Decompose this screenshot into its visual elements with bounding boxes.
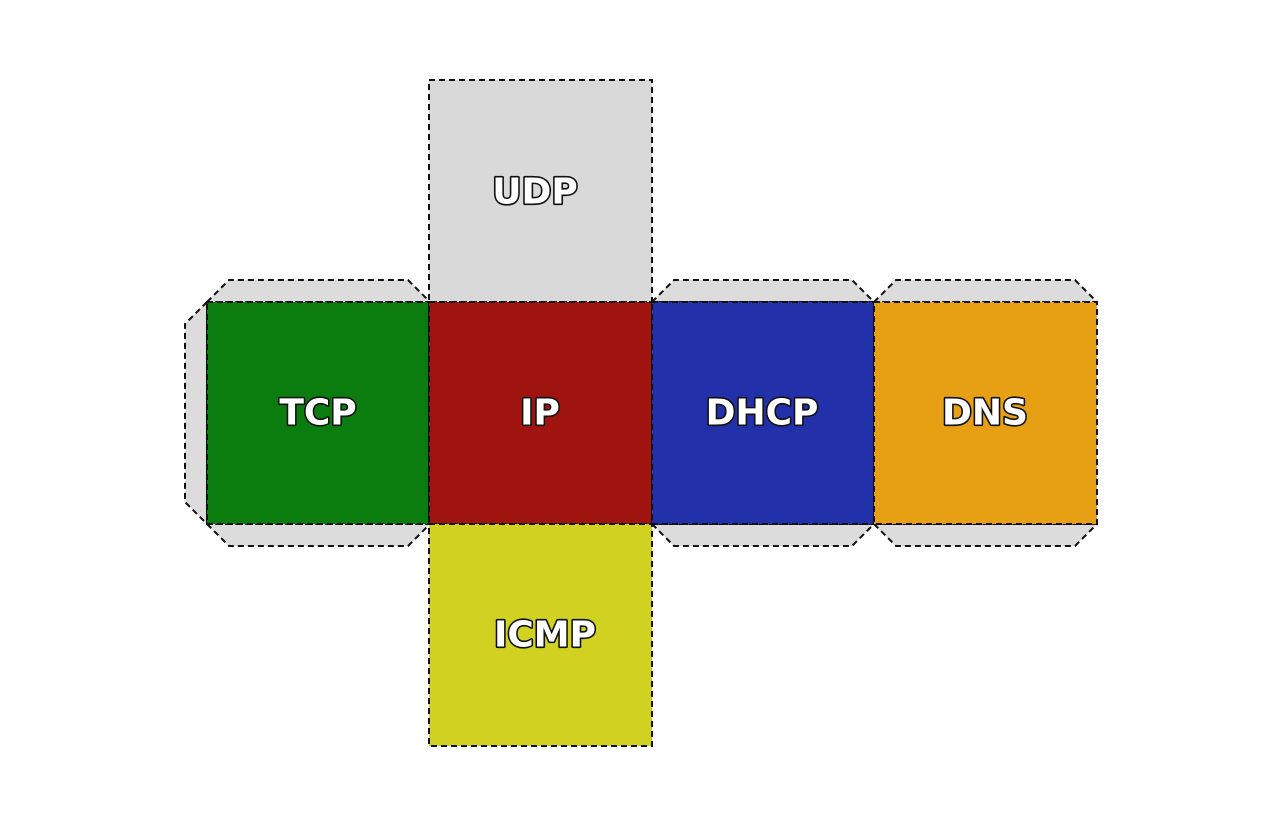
label-tcp: TCP bbox=[279, 393, 356, 434]
face-dhcp bbox=[651, 301, 875, 525]
tab-dhcp-top bbox=[651, 279, 875, 303]
cube-faces bbox=[206, 79, 1098, 747]
tab-tcp-bottom bbox=[206, 523, 431, 547]
label-ip: IP bbox=[520, 393, 560, 434]
label-dhcp: DHCP bbox=[706, 393, 819, 434]
tab-tcp-left bbox=[184, 301, 208, 525]
tab-tcp-top bbox=[206, 279, 431, 303]
tab-dns-bottom bbox=[873, 523, 1098, 547]
face-ip bbox=[428, 301, 653, 525]
face-labels: UDP TCP IP DHCP DNS ICMP bbox=[278, 170, 1030, 657]
label-dns: DNS bbox=[942, 393, 1028, 434]
face-icmp bbox=[428, 523, 653, 747]
face-udp bbox=[428, 79, 653, 303]
label-icmp: ICMP bbox=[494, 615, 596, 656]
label-udp: UDP bbox=[492, 172, 578, 213]
face-dns bbox=[873, 301, 1098, 525]
glue-tabs bbox=[184, 279, 1098, 547]
tab-dhcp-bottom bbox=[651, 523, 875, 547]
tab-dns-top bbox=[873, 279, 1098, 303]
